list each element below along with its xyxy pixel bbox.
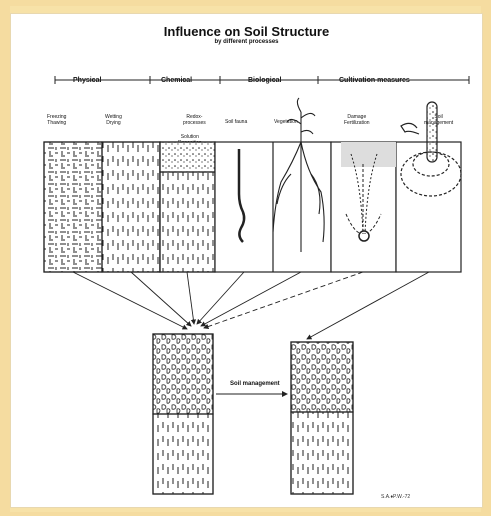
top-profiles [44,142,461,272]
diagram-sheet: Influence on Soil Structure by different… [10,13,483,508]
header-bracket [55,76,469,84]
diagram-drawing [11,14,483,508]
bottom-profiles [153,334,353,494]
converging-arrows [73,272,429,339]
